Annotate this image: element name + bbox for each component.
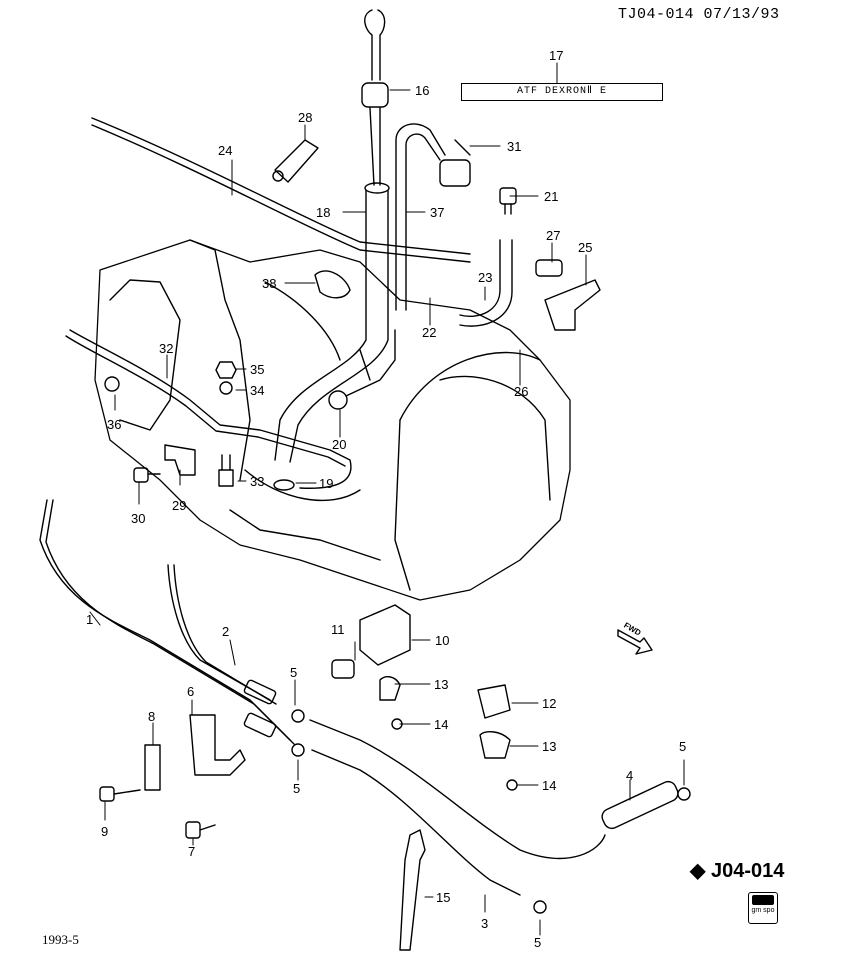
callout-10: 10 bbox=[435, 633, 449, 648]
callout-4: 4 bbox=[626, 768, 633, 783]
part-1-2-pipes bbox=[39, 499, 295, 745]
document-reference: TJ04-014 07/13/93 bbox=[618, 6, 780, 23]
callout-6: 6 bbox=[187, 684, 194, 699]
callout-32: 32 bbox=[159, 341, 173, 356]
callout-7: 7 bbox=[188, 844, 195, 859]
callout-36: 36 bbox=[107, 417, 121, 432]
callout-38: 38 bbox=[262, 276, 276, 291]
figure-code: ◆ J04-014 bbox=[690, 858, 784, 883]
part-6-9-bracket bbox=[99, 714, 246, 839]
part-15-strap bbox=[399, 829, 426, 951]
part-38-clamp bbox=[314, 270, 351, 299]
callout-27: 27 bbox=[546, 228, 560, 243]
leader-lines bbox=[89, 62, 685, 936]
callout-5a: 5 bbox=[290, 665, 297, 680]
callout-11: 11 bbox=[331, 622, 345, 637]
part-20-bolt bbox=[328, 329, 396, 410]
footer-date: 1993-5 bbox=[42, 932, 79, 947]
gm-spo-badge: gm spo bbox=[748, 892, 778, 924]
callout-3: 3 bbox=[481, 916, 488, 931]
part-3-4-hose bbox=[309, 719, 679, 896]
callout-2: 2 bbox=[222, 624, 229, 639]
part-10-12-13-brackets bbox=[359, 604, 511, 759]
callout-25: 25 bbox=[578, 240, 592, 255]
callout-13a: 13 bbox=[434, 677, 448, 692]
callout-5c: 5 bbox=[679, 739, 686, 754]
figure-code-text: J04-014 bbox=[710, 860, 785, 882]
callout-26: 26 bbox=[514, 384, 528, 399]
callout-5b: 5 bbox=[293, 781, 300, 796]
callout-14b: 14 bbox=[542, 778, 556, 793]
callout-numbers: 1 2 3 4 5 5 5 5 6 7 8 9 10 11 12 13 13 1… bbox=[86, 48, 686, 950]
callout-14a: 14 bbox=[434, 717, 448, 732]
callout-30: 30 bbox=[131, 511, 145, 526]
callout-1: 1 bbox=[86, 612, 93, 627]
callout-13b: 13 bbox=[542, 739, 556, 754]
part-27-clip bbox=[535, 259, 563, 277]
callout-34: 34 bbox=[250, 383, 264, 398]
diamond-icon: ◆ bbox=[690, 860, 706, 882]
transmission-case bbox=[94, 239, 571, 601]
callout-21: 21 bbox=[544, 189, 558, 204]
callout-18: 18 bbox=[316, 205, 330, 220]
badge-bar-icon bbox=[752, 895, 774, 905]
callout-22: 22 bbox=[422, 325, 436, 340]
callout-9: 9 bbox=[101, 824, 108, 839]
part-16-18-dipstick bbox=[273, 9, 390, 491]
callout-8: 8 bbox=[148, 709, 155, 724]
callout-28: 28 bbox=[298, 110, 312, 125]
fwd-arrow-icon bbox=[617, 629, 653, 655]
callout-5d: 5 bbox=[534, 935, 541, 950]
callout-12: 12 bbox=[542, 696, 556, 711]
part-31-sensor bbox=[439, 139, 471, 187]
callout-24: 24 bbox=[218, 143, 232, 158]
callout-29: 29 bbox=[172, 498, 186, 513]
part-28-clip bbox=[272, 139, 319, 183]
callout-20: 20 bbox=[332, 437, 346, 452]
callout-33: 33 bbox=[250, 474, 264, 489]
part-24-hose bbox=[91, 117, 471, 263]
part-small-fasteners bbox=[104, 361, 237, 487]
callout-15: 15 bbox=[436, 890, 450, 905]
part-29-30-bracket bbox=[133, 444, 196, 483]
callout-16: 16 bbox=[415, 83, 429, 98]
part-21-plug bbox=[499, 187, 517, 215]
callout-17: 17 bbox=[549, 48, 563, 63]
badge-text: gm spo bbox=[751, 907, 775, 914]
part-37-tube bbox=[395, 123, 446, 311]
callout-19: 19 bbox=[319, 476, 333, 491]
callout-31: 31 bbox=[507, 139, 521, 154]
part-23-hose bbox=[459, 239, 513, 327]
part-32-pipe bbox=[65, 329, 352, 489]
callout-37: 37 bbox=[430, 205, 444, 220]
part-25-bracket bbox=[544, 279, 601, 331]
callout-35: 35 bbox=[250, 362, 264, 377]
callout-23: 23 bbox=[478, 270, 492, 285]
atf-spec-label: ATF DEXRONⅡ E bbox=[461, 83, 663, 101]
